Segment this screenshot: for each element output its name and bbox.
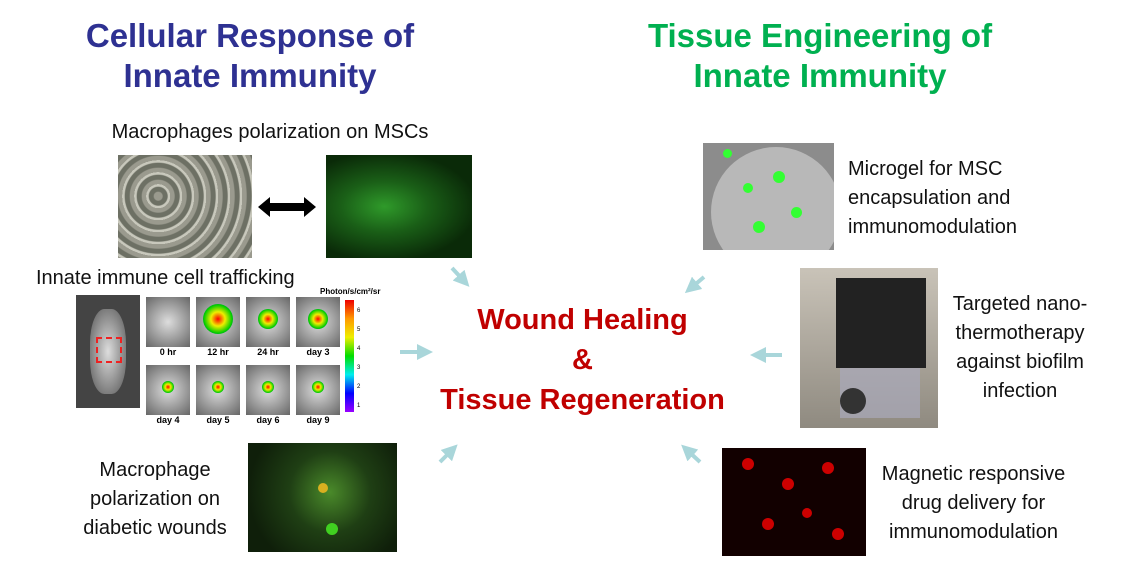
right-title-line1: Tissue Engineering of	[647, 17, 993, 54]
timepoint-label: day 6	[256, 415, 280, 425]
diabetic-label-line: polarization on	[89, 488, 221, 510]
colorbar-tick: 2	[357, 384, 361, 390]
center-goal: Wound Healing & Tissue Regeneration	[420, 300, 745, 420]
timepoint-label: day 5	[206, 415, 230, 425]
colorbar-label: Photon/s/cm²/sr	[320, 287, 381, 296]
microgel-label-line: Microgel for MSC	[848, 158, 1003, 180]
magnetic-drug-image	[722, 448, 866, 556]
imaging-panel	[196, 297, 240, 347]
timepoint-label: day 4	[156, 415, 180, 425]
left-title-line2: Innate Immunity	[123, 57, 377, 94]
colorbar-tick: 4	[357, 346, 361, 352]
left-title-line1: Cellular Response of	[85, 17, 415, 54]
colorbar-tick: 1	[357, 403, 361, 409]
phase-contrast-image	[118, 155, 252, 258]
microgel-label: Microgel for MSC encapsulation and immun…	[848, 155, 1017, 242]
diabetic-label: Macrophage polarization on diabetic woun…	[70, 456, 240, 543]
magnetic-label-line: immunomodulation	[889, 521, 1058, 543]
arrow-icon	[450, 266, 470, 287]
thermo-label-line: infection	[982, 380, 1058, 402]
arrow-icon	[681, 444, 702, 464]
colorbar	[345, 300, 354, 412]
timepoint-label: 0 hr	[159, 347, 177, 357]
microgel-label-line: encapsulation and	[848, 187, 1011, 209]
thermo-label-line: thermotherapy	[955, 322, 1085, 344]
imaging-panel	[146, 365, 190, 415]
imaging-panel	[296, 365, 340, 415]
timepoint-label: day 9	[306, 415, 330, 425]
imaging-panel	[296, 297, 340, 347]
center-line2: &	[572, 344, 593, 376]
diabetic-label-line: diabetic wounds	[83, 517, 227, 539]
arrow-icon	[438, 444, 458, 464]
arrow-icon	[684, 275, 706, 294]
timepoint-label: 24 hr	[257, 347, 279, 357]
imaging-panel	[246, 365, 290, 415]
thermotherapy-device-image	[800, 268, 938, 428]
thermotherapy-label: Targeted nano- thermotherapy against bio…	[945, 290, 1095, 406]
left-title: Cellular Response of Innate Immunity	[60, 16, 440, 96]
right-title-line2: Innate Immunity	[693, 57, 947, 94]
green-fluorescence-image	[326, 155, 472, 258]
double-arrow-icon	[258, 197, 316, 217]
imaging-panel	[246, 297, 290, 347]
center-line3: Tissue Regeneration	[440, 384, 725, 416]
magnetic-label-line: Magnetic responsive	[881, 463, 1066, 485]
thermo-label-line: Targeted nano-	[952, 293, 1088, 315]
colorbar-tick: 6	[357, 308, 361, 314]
magnetic-label-line: drug delivery for	[901, 492, 1046, 514]
diabetic-wound-image	[248, 443, 397, 552]
microgel-label-line: immunomodulation	[848, 216, 1017, 238]
microgel-image	[703, 143, 834, 250]
imaging-panel	[196, 365, 240, 415]
macrophage-msc-label: Macrophages polarization on MSCs	[111, 121, 429, 143]
timepoint-label: day 3	[306, 347, 330, 357]
magnetic-label: Magnetic responsive drug delivery for im…	[876, 460, 1071, 547]
trafficking-label: Innate immune cell trafficking	[36, 267, 295, 289]
center-line1: Wound Healing	[477, 304, 688, 336]
timepoint-label: 12 hr	[207, 347, 229, 357]
colorbar-tick: 5	[357, 327, 361, 333]
colorbar-tick: 3	[357, 365, 361, 371]
imaging-panel	[146, 297, 190, 347]
mouse-image	[76, 295, 140, 408]
diabetic-label-line: Macrophage	[99, 459, 211, 481]
thermo-label-line: against biofilm	[956, 351, 1084, 373]
right-title: Tissue Engineering of Innate Immunity	[620, 16, 1020, 96]
